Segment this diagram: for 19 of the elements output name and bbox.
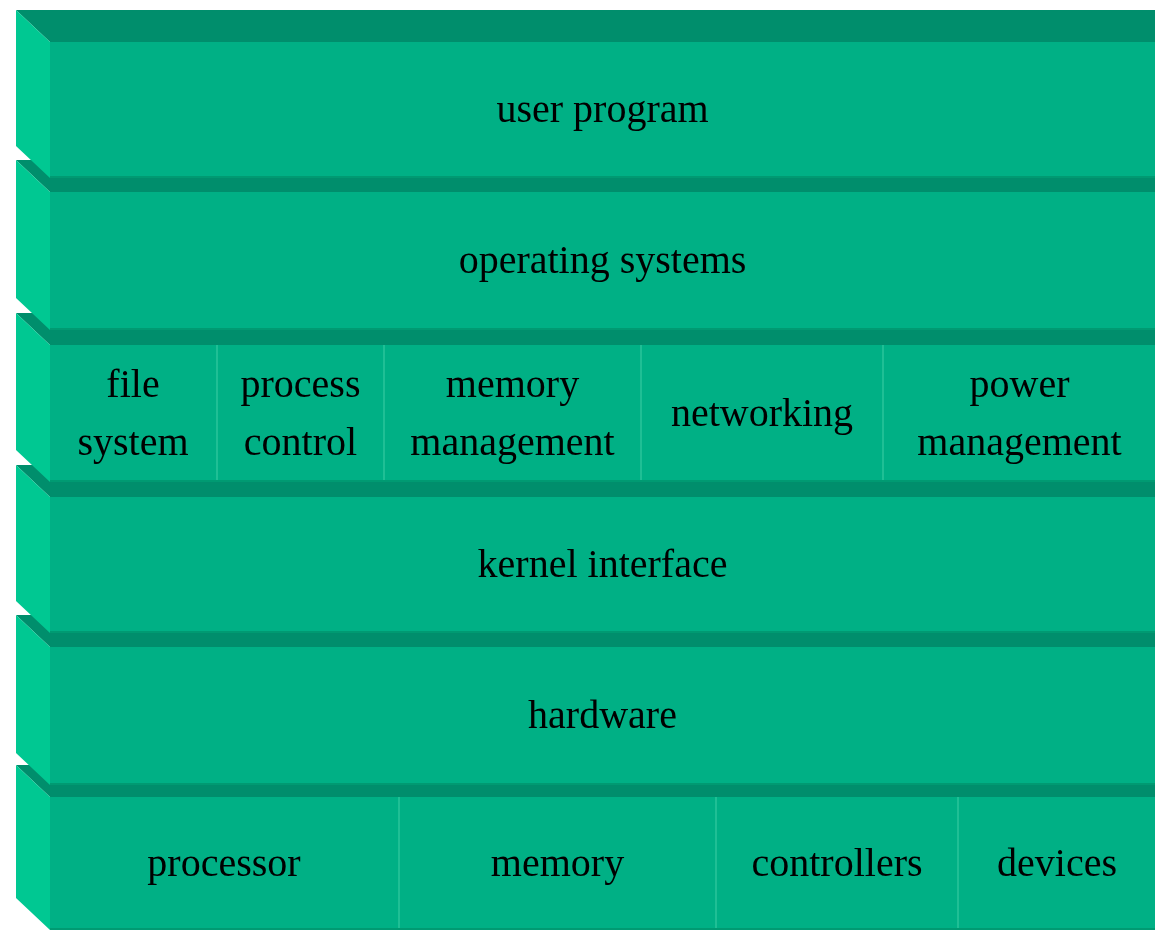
component-label: processor bbox=[147, 838, 301, 887]
layer-band bbox=[50, 42, 1155, 178]
layer-label: user program bbox=[496, 85, 709, 133]
layer-band bbox=[50, 192, 1155, 330]
component-label: controllers bbox=[751, 838, 923, 887]
component-label: process control bbox=[239, 359, 362, 466]
layer-band bbox=[50, 797, 1155, 930]
layer-band bbox=[50, 647, 1155, 785]
layer-label: kernel interface bbox=[477, 540, 728, 588]
component-label: devices bbox=[997, 838, 1117, 887]
component-label: memory management bbox=[409, 359, 616, 466]
component-label: file system bbox=[76, 359, 190, 466]
layer-band bbox=[50, 345, 1155, 482]
layer-label: operating systems bbox=[458, 236, 747, 284]
component-label: power management bbox=[916, 359, 1123, 466]
layer-label: hardware bbox=[528, 691, 677, 739]
component-label: networking bbox=[670, 388, 854, 437]
component-label: memory bbox=[490, 838, 625, 887]
layer-band bbox=[50, 497, 1155, 633]
